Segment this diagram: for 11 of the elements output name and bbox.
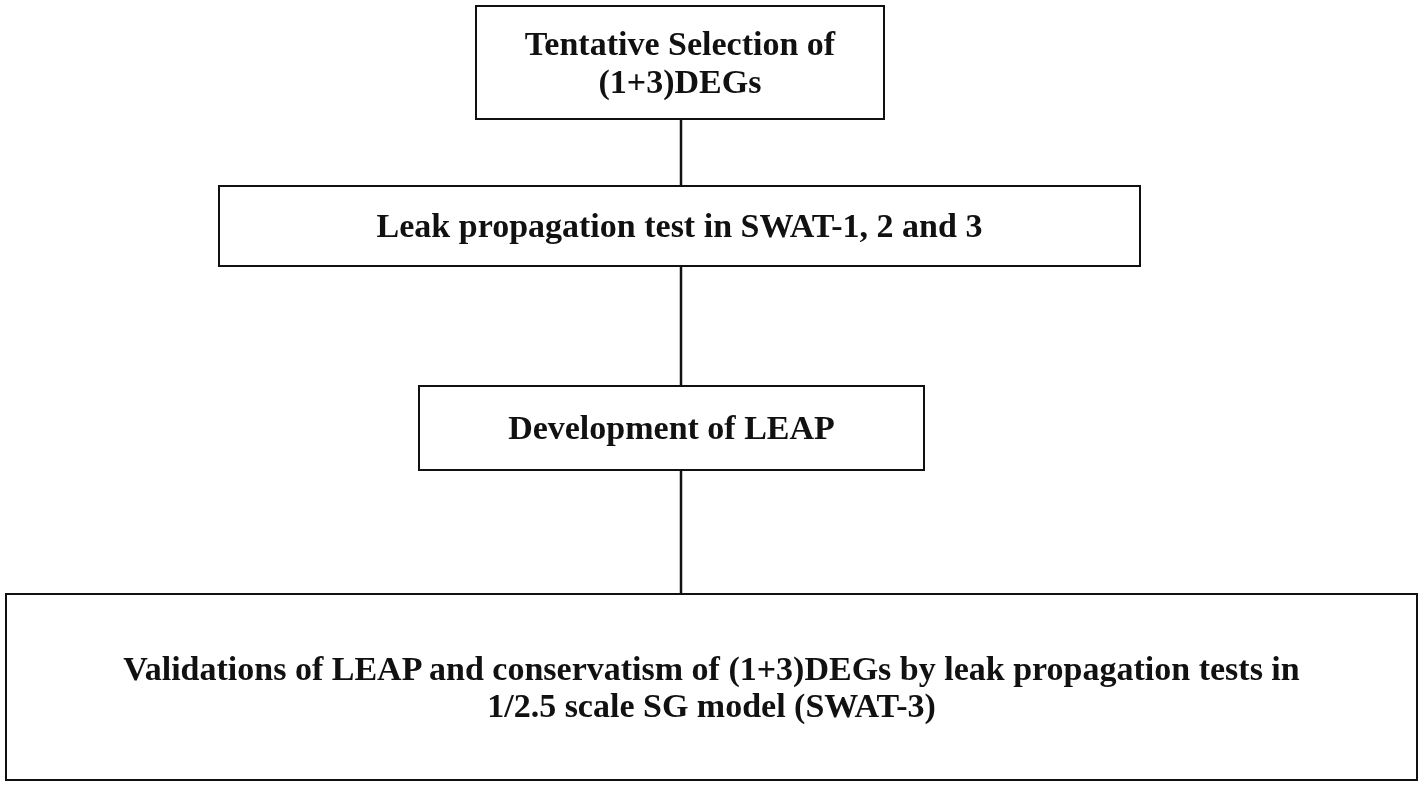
connector-line xyxy=(679,471,683,593)
process-box xyxy=(475,5,885,120)
box-label: Development of LEAP xyxy=(508,409,835,447)
process-box xyxy=(418,385,925,471)
box-label: Tentative Selection of (1+3)DEGs xyxy=(523,25,837,100)
process-box xyxy=(5,593,1418,781)
box-label: Validations of LEAP and conservatism of (1+3)DEGs by leak propagation tests in 1/2.5 scale SG model (SWAT-3) xyxy=(122,649,1301,725)
connector-line xyxy=(679,120,683,185)
process-box xyxy=(218,185,1141,267)
connector-line xyxy=(679,267,683,385)
box-label: Leak propagation test in SWAT-1, 2 and 3 xyxy=(376,207,983,245)
